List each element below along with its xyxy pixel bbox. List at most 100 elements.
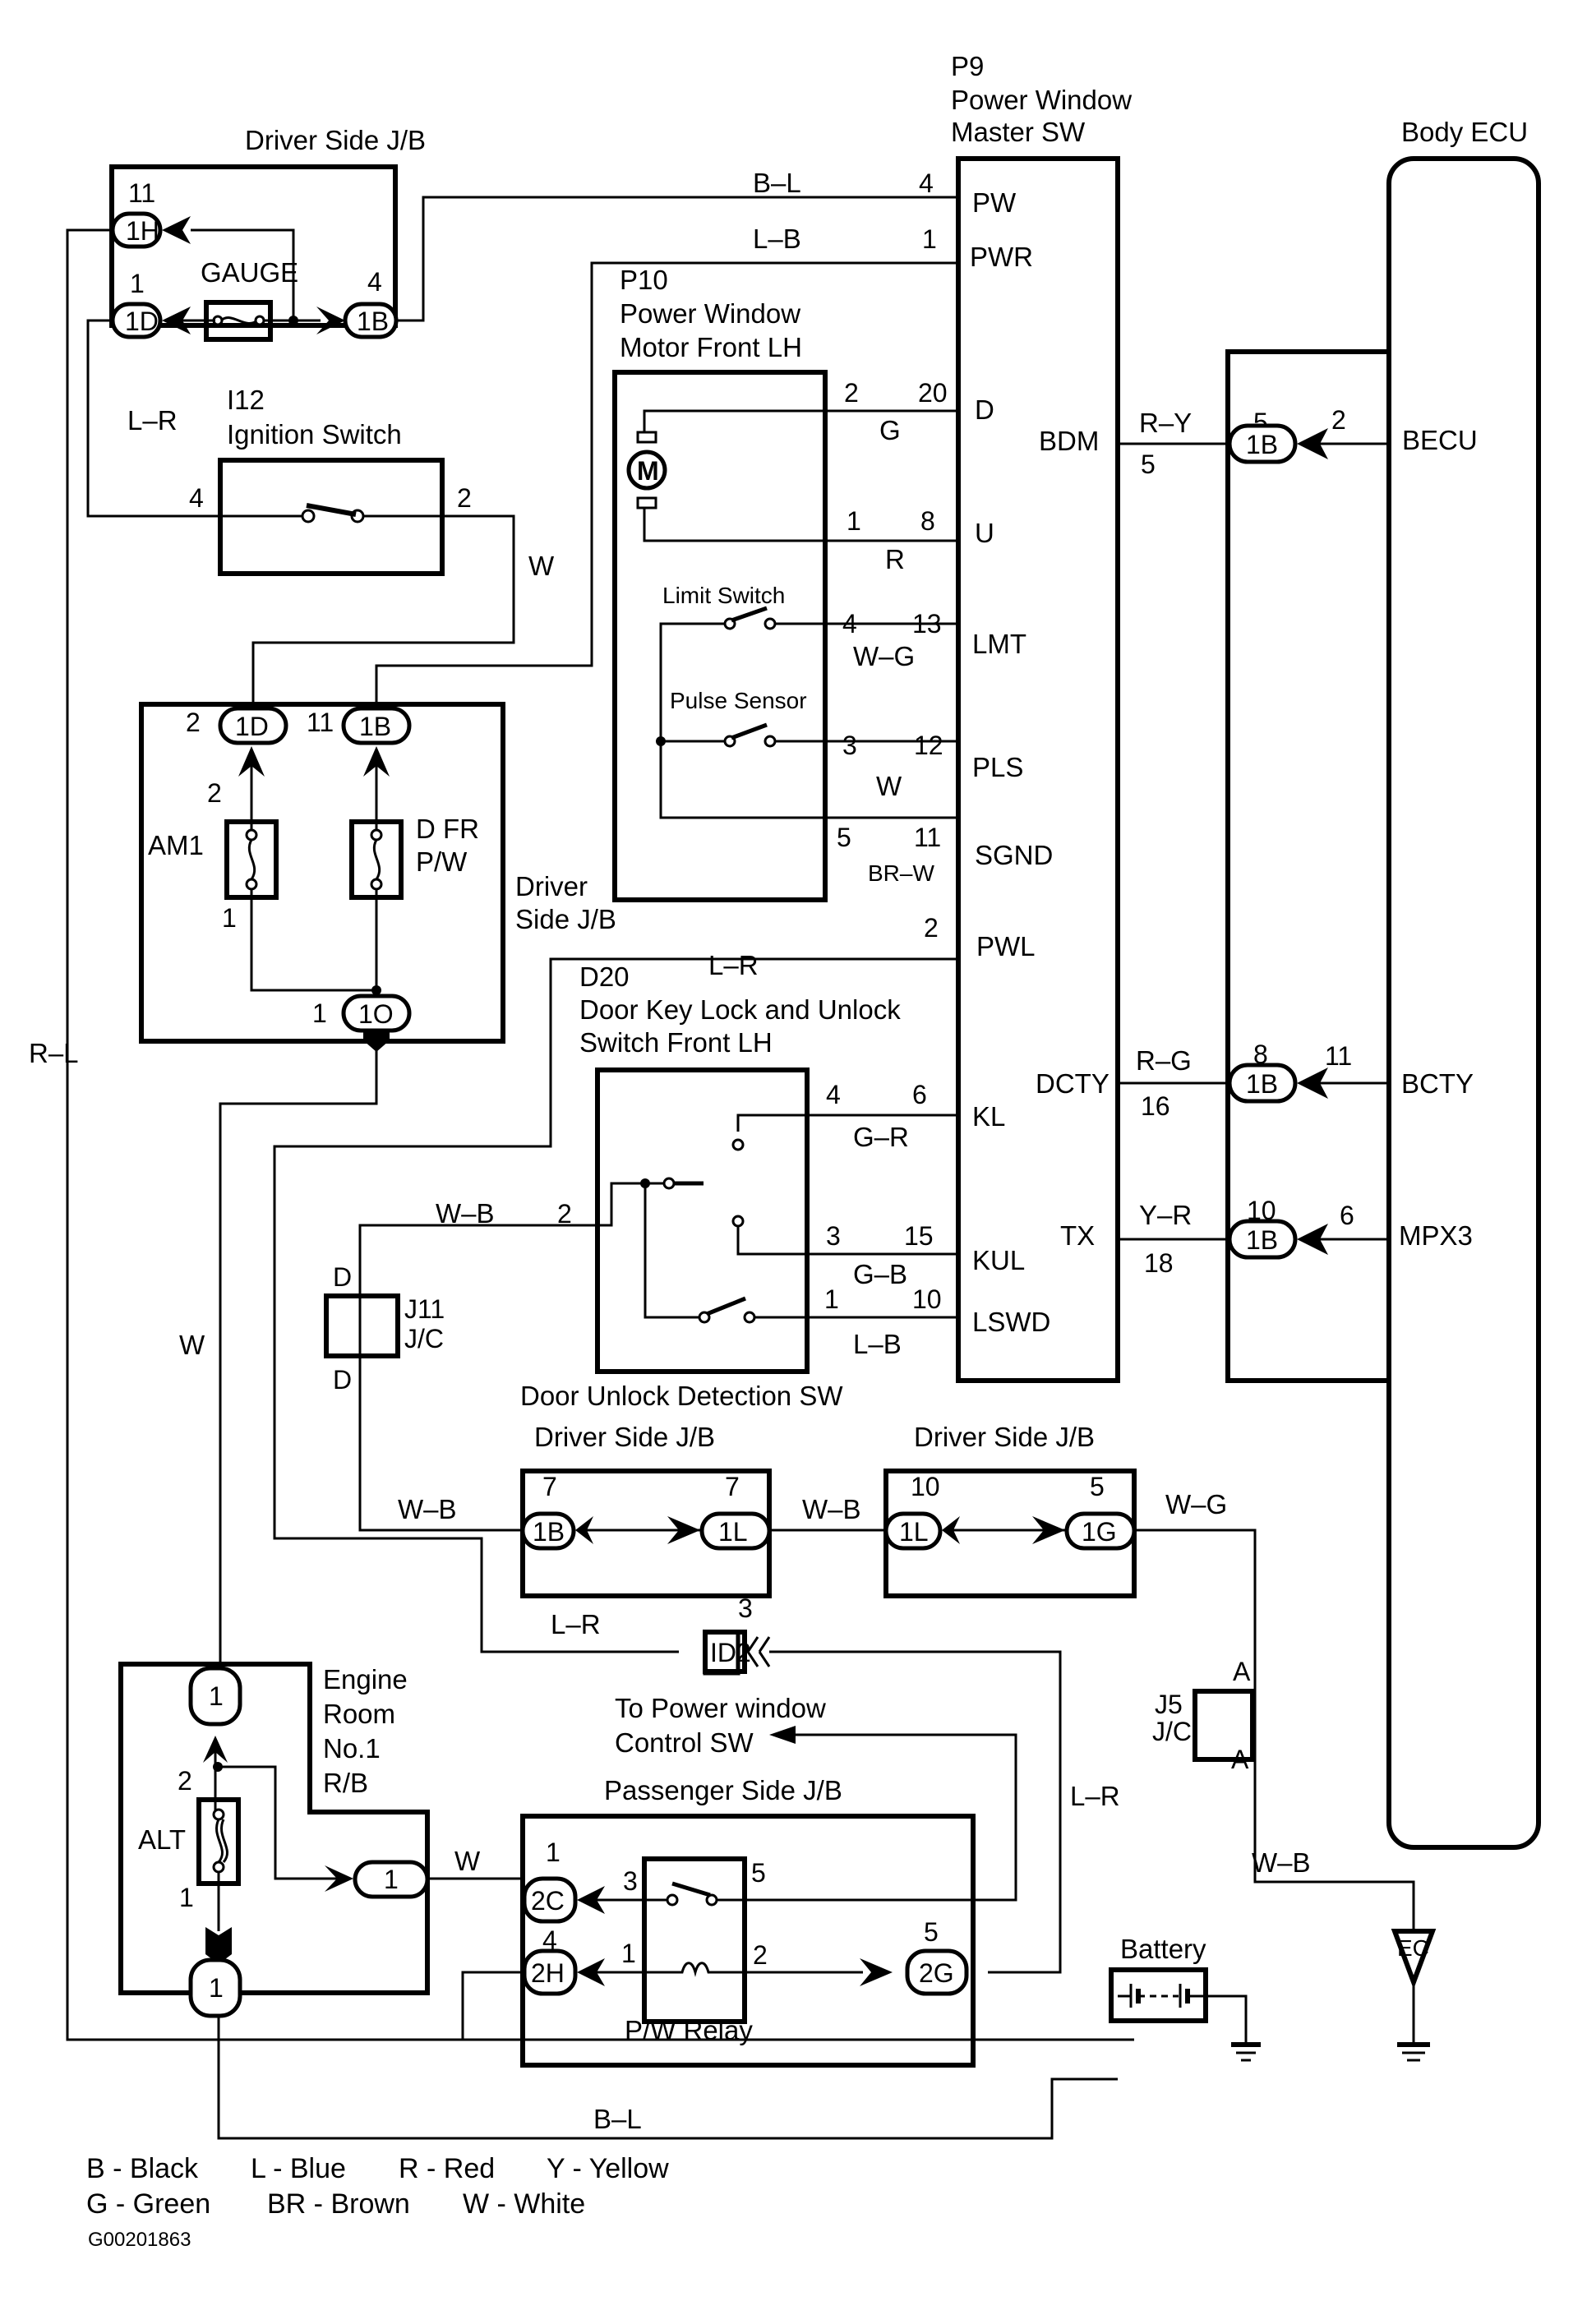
j11-box — [324, 1293, 400, 1358]
wire-label-alt: W — [454, 1846, 481, 1876]
connector-1o-label: 1O — [358, 999, 394, 1029]
alt-pin-top: 2 — [178, 1766, 192, 1796]
driver-jb-a-pin-right: 7 — [725, 1472, 740, 1501]
pw-relay-label: P/W Relay — [625, 2015, 753, 2045]
relay-pin-2: 2 — [753, 1940, 768, 1970]
am1-label: AM1 — [148, 830, 204, 860]
relay-pin-1: 1 — [621, 1939, 636, 1968]
id2-pin: 3 — [738, 1593, 753, 1623]
driver-side-jb-b: Driver Side J/B 10 1L 5 1G — [883, 1422, 1137, 1598]
master-sw-title-1: Power Window — [951, 85, 1132, 115]
pin-kl: 6 — [912, 1080, 927, 1109]
engine-rb-title-4: R/B — [323, 1768, 368, 1798]
wire-color-legend: B - Black L - Blue R - Red Y - Yellow G … — [86, 2153, 669, 2251]
alt-label: ALT — [138, 1824, 186, 1855]
legend-item: R - Red — [399, 2153, 495, 2184]
wire-l-r-relay — [769, 1650, 1062, 1974]
driver-jb-fuse-box — [139, 702, 505, 1044]
relay-pin-3: 3 — [623, 1866, 638, 1896]
wire-label-j5-ground: W–B — [1252, 1847, 1311, 1878]
connector-2h — [522, 1948, 578, 1996]
gauge-fuse-label: GAUGE — [201, 257, 298, 288]
term-lmt: LMT — [972, 629, 1026, 659]
j11-junction-connector: D D J11 J/C W–B — [324, 1225, 523, 1532]
motor-box — [612, 370, 828, 902]
female-terminal-icon — [162, 307, 191, 334]
battery-title: Battery — [1120, 1934, 1206, 1964]
relay-pin-5: 5 — [751, 1858, 766, 1888]
legend-item: L - Blue — [251, 2153, 346, 2184]
legend-item: W - White — [463, 2188, 585, 2220]
wire-label-d: G — [879, 415, 901, 445]
id2-box — [703, 1630, 747, 1674]
dfr-label-1: D FR — [416, 814, 479, 844]
ecu-connector-bcty-label: 1B — [1246, 1069, 1278, 1099]
engine-rb-title-2: Room — [323, 1699, 395, 1729]
ecu-term-becu: BECU — [1402, 425, 1478, 455]
wire-b-l-pw — [396, 196, 958, 322]
wire-label-battery: B–L — [593, 2104, 642, 2134]
diagram-code: G00201863 — [88, 2229, 191, 2251]
wire-label-w-ignition: W — [528, 551, 555, 581]
to-control-sw-2: Control SW — [615, 1727, 754, 1758]
pin-pwr: 1 — [922, 224, 937, 254]
pin-pwl: 2 — [924, 913, 939, 943]
pin-sgnd: 11 — [914, 823, 941, 852]
term-pw: PW — [972, 187, 1017, 218]
ecu-connector-mpx3-label: 1B — [1246, 1225, 1278, 1255]
body-ecu-title: Body ECU — [1401, 117, 1528, 147]
pulse-sensor-label: Pulse Sensor — [670, 688, 807, 713]
connector-fuse-1b-label: 1B — [359, 712, 391, 741]
wire-l-r-pwl — [273, 957, 958, 1653]
door-key-switch: D20 Door Key Lock and Unlock Switch Fron… — [358, 961, 958, 1411]
connector-2c-label: 2C — [531, 1886, 565, 1916]
ecu-pin-right-bcty: 11 — [1325, 1041, 1352, 1071]
wire-r-l — [66, 228, 1134, 2041]
legend-item: G - Green — [86, 2188, 210, 2220]
id2-terminal-icon — [746, 1636, 771, 1667]
driver-side-jb-fuses: 2 1D 11 1B 2 AM1 1 D FR P/W 1 1O Driver … — [139, 702, 616, 1052]
female-terminal-icon — [162, 216, 191, 244]
am1-pin-top: 2 — [207, 778, 222, 808]
legend-item: Y - Yellow — [547, 2153, 669, 2184]
term-d: D — [975, 394, 994, 425]
wire-label-pwr: L–B — [753, 224, 801, 254]
pin-kul: 15 — [904, 1221, 934, 1251]
term-dcty: DCTY — [1036, 1068, 1110, 1099]
j11-id: J11 — [404, 1294, 445, 1324]
wire-label-u: R — [885, 544, 905, 574]
motor-id: P10 — [620, 265, 668, 295]
limit-switch-icon — [731, 606, 768, 623]
ecu-connector-becu-label: 1B — [1246, 430, 1278, 459]
wire-label-kl: G–R — [853, 1122, 909, 1152]
d20-pin-kl: 4 — [826, 1080, 841, 1109]
j11-term-top: D — [333, 1262, 352, 1292]
pin-pls: 12 — [914, 731, 943, 760]
body-ecu: Body ECU BECU BCTY MPX3 R–Y 5 5 1B 2 R–G… — [1118, 117, 1541, 1850]
wire-label-w-g: W–G — [1165, 1489, 1227, 1519]
connector-1b-label: 1B — [357, 307, 389, 336]
pw-relay-box — [642, 1856, 747, 2024]
master-sw-id: P9 — [951, 51, 984, 81]
ecu-pin-left-bcty: 8 — [1253, 1040, 1268, 1069]
driver-jb-b-pin-left: 10 — [911, 1472, 940, 1501]
driver-jb-label-2: Side J/B — [515, 904, 616, 934]
term-bdm: BDM — [1039, 426, 1099, 456]
pin-2h: 4 — [542, 1925, 557, 1955]
wire-w-b-j11 — [358, 1225, 523, 1532]
pin-1o: 1 — [312, 998, 327, 1028]
connector-rb-bottom — [188, 1957, 242, 2018]
switch-lever-icon — [306, 503, 357, 517]
term-u: U — [975, 518, 994, 548]
connector-fuse-1d-label: 1D — [235, 712, 269, 741]
pin-pw: 4 — [919, 168, 934, 198]
driver-jb-label-1: Driver — [515, 871, 588, 901]
d20-title-2: Switch Front LH — [579, 1027, 773, 1058]
ecu-connector-mpx3 — [1227, 1219, 1298, 1260]
term-sgnd: SGND — [975, 840, 1053, 870]
d20-box — [595, 1067, 810, 1374]
connector-rb-mid-label: 1 — [384, 1865, 399, 1894]
wire-label-sgnd: BR–W — [868, 860, 934, 886]
wire-label-lmt: W–G — [853, 641, 915, 671]
